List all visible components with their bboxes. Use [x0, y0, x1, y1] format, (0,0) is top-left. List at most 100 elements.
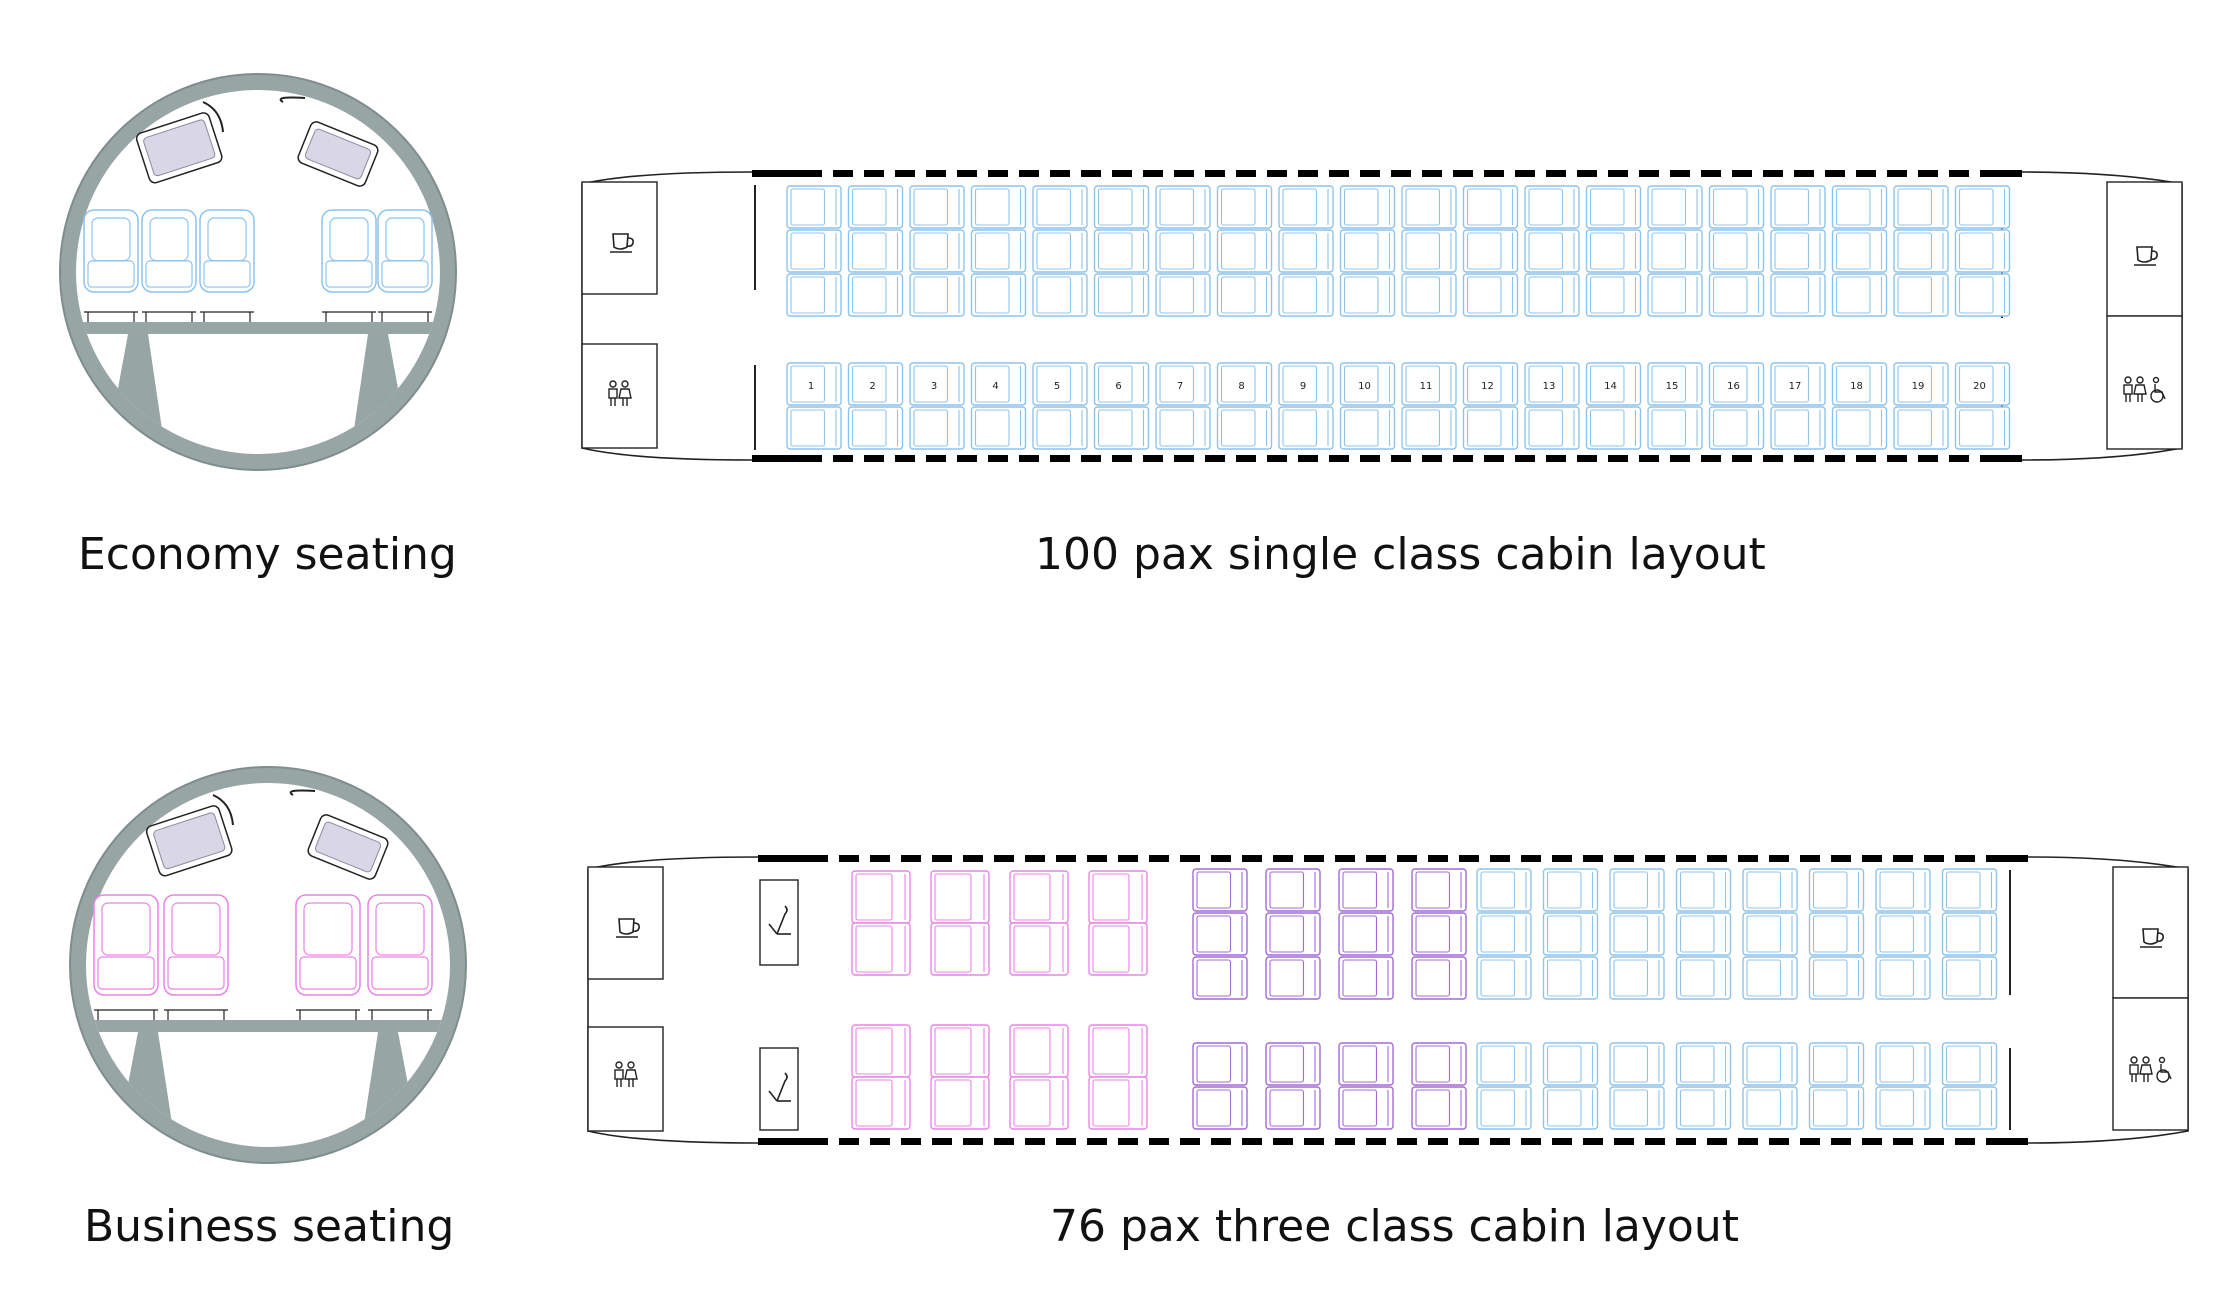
- seat: [1708, 229, 1765, 273]
- seat: [1770, 406, 1826, 450]
- seat: [1278, 185, 1334, 229]
- seat: [1708, 406, 1765, 450]
- seat: [930, 922, 990, 976]
- rear-galley: [2106, 181, 2183, 317]
- seat: [851, 922, 911, 976]
- seat: [847, 362, 904, 406]
- row-number: 14: [1604, 381, 1617, 392]
- seat: [1708, 273, 1765, 317]
- seat: [786, 362, 842, 406]
- seat: [847, 273, 904, 317]
- seat: [1875, 868, 1931, 912]
- window-strip: [822, 170, 1980, 462]
- seat: [1476, 912, 1532, 956]
- seat: [1742, 1086, 1798, 1130]
- seat: [1216, 362, 1273, 406]
- seat: [1093, 273, 1150, 317]
- seat: [1009, 1024, 1069, 1078]
- seat: [1831, 273, 1888, 317]
- seat: [1770, 362, 1826, 406]
- rear-lavatory: [2112, 997, 2189, 1131]
- seat: [1265, 1086, 1321, 1130]
- seat: [1278, 406, 1334, 450]
- seat: [1476, 1086, 1532, 1130]
- business-cross-section: [69, 766, 467, 1164]
- seat: [847, 406, 904, 450]
- seat: [1808, 956, 1865, 1000]
- single-class-layout-caption: 100 pax single class cabin layout: [1035, 529, 1766, 580]
- bin-door: [289, 789, 316, 796]
- row-number: 7: [1177, 381, 1183, 392]
- seat: [1462, 273, 1519, 317]
- seat: [1954, 229, 2011, 273]
- seat: [1585, 185, 1642, 229]
- overhead-bin: [297, 121, 379, 187]
- seat: [1476, 868, 1532, 912]
- seat: [1411, 956, 1467, 1000]
- three-class-cabin-layout: [587, 855, 2189, 1145]
- row-number: 4: [992, 381, 998, 392]
- seat: [1954, 406, 2011, 450]
- overhead-bin: [145, 805, 233, 877]
- seat: [1585, 273, 1642, 317]
- three-class-layout-caption: 76 pax three class cabin layout: [1050, 1201, 1739, 1252]
- seat: [970, 185, 1027, 229]
- seat: [1893, 273, 1949, 317]
- economy-seats: [1476, 868, 1998, 1130]
- seat: [1770, 229, 1826, 273]
- row-number: 6: [1115, 381, 1121, 392]
- seat: [1032, 273, 1088, 317]
- seat: [1808, 912, 1865, 956]
- seat: [1875, 956, 1931, 1000]
- rear-galley: [2112, 866, 2189, 999]
- front-galley: [581, 181, 658, 295]
- seat: [1278, 273, 1334, 317]
- seat: [1647, 185, 1703, 229]
- seat: [1647, 362, 1703, 406]
- seat: [1093, 229, 1150, 273]
- seat: [1278, 229, 1334, 273]
- seat: [295, 894, 361, 996]
- seat: [1831, 185, 1888, 229]
- seat: [1893, 362, 1949, 406]
- row-number: 12: [1481, 381, 1494, 392]
- seat: [1742, 912, 1798, 956]
- seat: [1524, 406, 1580, 450]
- seat: [1808, 868, 1865, 912]
- seat: [1609, 956, 1665, 1000]
- seat: [1542, 868, 1599, 912]
- seat-row: [93, 894, 433, 1020]
- row-number: 10: [1358, 381, 1371, 392]
- seat: [1954, 273, 2011, 317]
- seat: [1216, 185, 1273, 229]
- coffee-cup-icon: [2134, 246, 2158, 266]
- seat: [1609, 912, 1665, 956]
- seat: [1338, 1086, 1394, 1130]
- seat: [1609, 1042, 1665, 1086]
- row-number: 15: [1666, 381, 1679, 392]
- coffee-cup-icon: [2140, 928, 2164, 948]
- seat: [1893, 185, 1949, 229]
- business-seating-caption: Business seating: [84, 1201, 455, 1252]
- seat: [1462, 362, 1519, 406]
- seat: [851, 1024, 911, 1078]
- front-galley: [587, 866, 664, 980]
- seat: [1155, 362, 1211, 406]
- seat: [1265, 1042, 1321, 1086]
- seat: [83, 209, 139, 293]
- seat: [1278, 362, 1334, 406]
- seat: [970, 406, 1027, 450]
- seat: [1338, 912, 1394, 956]
- seat: [1542, 956, 1599, 1000]
- seat: [851, 870, 911, 924]
- row-number: 16: [1727, 381, 1740, 392]
- seat: [1009, 922, 1069, 976]
- seat: [1265, 956, 1321, 1000]
- seat: [1462, 229, 1519, 273]
- seat: [1155, 273, 1211, 317]
- seat: [1009, 1076, 1069, 1130]
- seat: [199, 209, 255, 293]
- accessible-restroom-icon: [2129, 1056, 2172, 1083]
- business-seats: [851, 870, 1148, 1130]
